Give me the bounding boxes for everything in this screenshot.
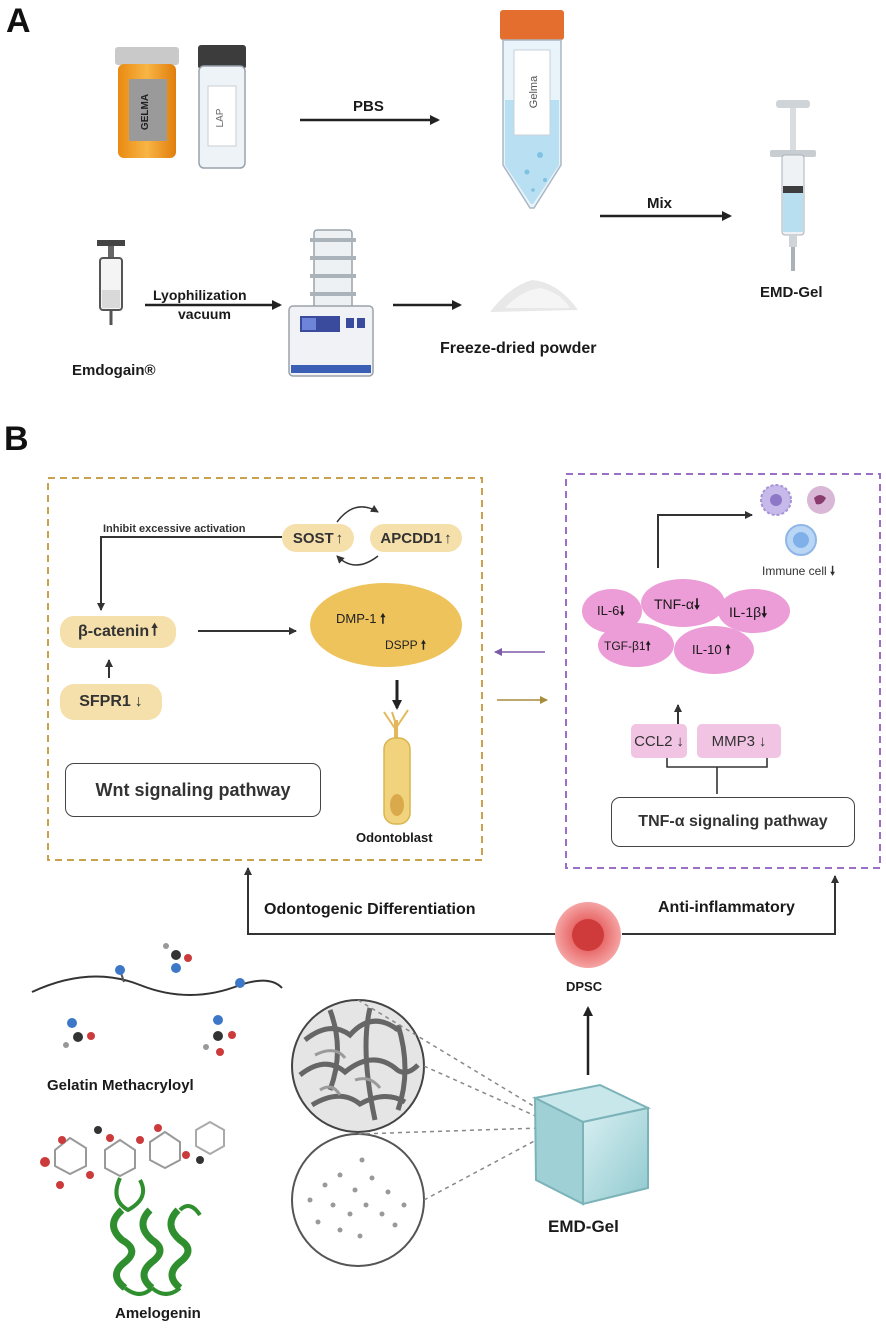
panel-a-letter: A bbox=[6, 2, 31, 40]
up-arrow-icon: 🠕 bbox=[645, 639, 651, 653]
gelatin-label: Gelatin Methacryloyl bbox=[47, 1077, 194, 1094]
freeze-dried-label: Freeze-dried powder bbox=[440, 340, 597, 357]
sfpr1-label: SFPR1 bbox=[79, 693, 131, 710]
odontoblast-label: Odontoblast bbox=[356, 830, 433, 845]
tnfa-ellipse bbox=[641, 579, 725, 627]
up-arrow-icon: 🠕 bbox=[151, 621, 158, 639]
il10-ellipse bbox=[674, 626, 754, 674]
sfpr1-pill: SFPR1↓ bbox=[60, 684, 162, 720]
dpsc-label: DPSC bbox=[566, 979, 603, 994]
lyophilization-label: Lyophilization bbox=[153, 287, 247, 303]
inhibit-arrow bbox=[97, 536, 282, 611]
il10-label: IL-10 🠕 bbox=[692, 641, 731, 663]
tnf-pathway-label: TNF-α signaling pathway bbox=[638, 813, 828, 830]
il1b-label: IL-1β🠗 bbox=[729, 602, 767, 626]
il10-text: IL-10 bbox=[692, 642, 722, 657]
tnf-dashed-box bbox=[565, 473, 881, 869]
mmp3-label: MMP3 bbox=[711, 732, 755, 750]
il1b-text: IL-1β bbox=[729, 604, 762, 620]
down-arrow-icon: 🠗 bbox=[619, 603, 625, 618]
beta-catenin-label: β-catenin bbox=[78, 623, 150, 640]
up-arrow-icon: ↑ bbox=[444, 529, 452, 547]
tnf-pathway-box: TNF-α signaling pathway bbox=[611, 797, 855, 847]
apcdd1-sost-arrow bbox=[336, 555, 379, 566]
apcdd1-pill: APCDD1↑ bbox=[370, 524, 462, 552]
apcdd1-label: APCDD1 bbox=[380, 529, 443, 547]
ccl2-label: CCL2 bbox=[634, 732, 673, 750]
down-arrow-icon: 🠗 bbox=[761, 604, 768, 620]
bracket-line bbox=[666, 758, 768, 794]
emdogain-label: Emdogain® bbox=[72, 362, 156, 379]
up-arrow-icon: ↑ bbox=[335, 529, 344, 547]
mix-label: Mix bbox=[647, 195, 673, 212]
ccl2-pill: CCL2↓ bbox=[631, 724, 687, 758]
tnfa-label: TNF-α🠗 bbox=[654, 594, 700, 618]
il1b-ellipse bbox=[718, 589, 790, 633]
gelma-tube-label: Gelma bbox=[528, 75, 540, 108]
vacuum-label: vacuum bbox=[178, 306, 231, 322]
lap-bottle-label: LAP bbox=[215, 108, 226, 127]
down-arrow-icon: 🠗 bbox=[830, 564, 836, 578]
down-arrow-icon: ↓ bbox=[758, 732, 767, 750]
lap-bottle-icon bbox=[198, 45, 246, 169]
up-arrow-icon: 🠕 bbox=[420, 638, 426, 652]
tnfa-text: TNF-α bbox=[654, 596, 694, 612]
dmp-dspp-ellipse bbox=[310, 583, 462, 667]
tgfb1-label: TGF-β1🠕 bbox=[604, 637, 651, 658]
anti-inflammatory-label: Anti-inflammatory bbox=[658, 899, 795, 916]
porous-structure-icon bbox=[291, 999, 425, 1133]
immune-cell-text: Immune cell bbox=[762, 564, 827, 578]
mmp3-pill: MMP3↓ bbox=[697, 724, 781, 758]
dspp-label: DSPP 🠕 bbox=[385, 636, 426, 657]
tgfb1-text: TGF-β1 bbox=[604, 639, 646, 653]
dispersed-particles-icon bbox=[291, 1133, 425, 1267]
emd-gel-label-b: EMD-Gel bbox=[548, 1217, 619, 1236]
il6-text: IL-6 bbox=[597, 603, 620, 618]
dspp-text: DSPP bbox=[385, 638, 418, 652]
down-arrow-icon: ↓ bbox=[676, 732, 684, 750]
emd-gel-label-a: EMD-Gel bbox=[760, 284, 823, 301]
dmp1-label: DMP-1 🠕 bbox=[336, 610, 386, 632]
amelogenin-icon bbox=[40, 1120, 225, 1296]
pbs-label: PBS bbox=[353, 98, 384, 115]
emdogain-syringe-icon bbox=[97, 240, 125, 325]
sost-label: SOST bbox=[292, 529, 334, 547]
up-arrow-icon: 🠕 bbox=[380, 611, 386, 626]
up-arrow-icon: 🠕 bbox=[725, 642, 731, 657]
down-arrow-icon: 🠗 bbox=[693, 596, 700, 612]
wnt-pathway-label: Wnt signaling pathway bbox=[95, 779, 291, 800]
odontogenic-label: Odontogenic Differentiation bbox=[264, 901, 476, 918]
ice-cube-gel-icon bbox=[531, 1083, 652, 1206]
wnt-dashed-box bbox=[47, 477, 483, 861]
down-arrow-icon: ↓ bbox=[134, 693, 143, 710]
il6-ellipse bbox=[582, 589, 642, 633]
dmp1-text: DMP-1 bbox=[336, 611, 377, 626]
gelma-tube-icon bbox=[500, 10, 564, 209]
syringe-icon bbox=[770, 100, 816, 271]
amelogenin-label: Amelogenin bbox=[115, 1305, 201, 1322]
freeze-dryer-icon bbox=[288, 229, 374, 377]
immune-cells-icon bbox=[760, 484, 835, 556]
sost-apcdd1-arrow bbox=[336, 504, 379, 523]
zoom-dashed-lines bbox=[357, 999, 541, 1201]
inhibit-label: Inhibit excessive activation bbox=[103, 523, 246, 535]
sost-pill: SOST↑ bbox=[282, 524, 354, 552]
panel-b-letter: B bbox=[4, 420, 29, 458]
wnt-pathway-box: Wnt signaling pathway bbox=[65, 763, 321, 817]
powder-pile-icon bbox=[490, 280, 578, 312]
odontoblast-icon bbox=[383, 709, 411, 825]
odontogenic-arrow bbox=[244, 867, 555, 935]
immune-cell-label: Immune cell 🠗 bbox=[762, 562, 835, 583]
cytokine-to-immune-arrow bbox=[657, 511, 753, 568]
gelma-bottle-icon bbox=[115, 47, 179, 158]
beta-catenin-pill: β-catenin🠕 bbox=[60, 616, 176, 648]
gelma-bottle-label: GELMA bbox=[140, 94, 151, 130]
anti-inflammatory-arrow bbox=[622, 875, 839, 935]
il6-label: IL-6🠗 bbox=[597, 602, 625, 624]
tgfb1-ellipse bbox=[598, 623, 674, 667]
gelatin-methacryloyl-icon bbox=[31, 943, 283, 1056]
